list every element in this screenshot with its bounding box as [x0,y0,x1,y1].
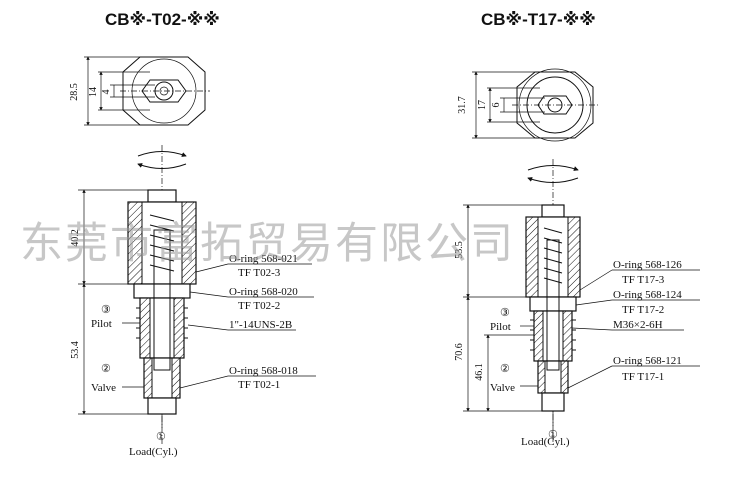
right-drawing: CB※-T17-※※ 31.7 17 6 [454,10,700,448]
left-callout-2-line1: O-ring 568-020 [229,286,298,298]
left-callout-1-line2: TF T02-3 [238,267,281,279]
right-rotation-symbol [527,159,579,208]
right-callouts: O-ring 568-126 TF T17-3 O-ring 568-124 T… [567,259,700,389]
left-title: CB※-T02-※※ [105,10,220,29]
right-top-view: 31.7 17 6 [457,68,598,142]
right-load-label: Load(Cyl.) [521,436,570,448]
right-dim-31-7: 31.7 [457,96,468,114]
left-callout-4-line1: O-ring 568-018 [229,365,298,377]
right-callout-1-line1: O-ring 568-126 [613,259,682,271]
right-dim-70-6: 70.6 [454,343,465,361]
left-dim-28-5: 28.5 [69,83,80,101]
right-cartridge-body [525,204,581,445]
left-load-label: Load(Cyl.) [129,446,178,458]
watermark-text: 东莞市富拓贸易有限公司 [20,219,515,269]
right-pilot-number: ③ [500,307,510,319]
right-dim-46-1: 46.1 [474,363,485,381]
left-dim-40-2: 40.2 [70,229,81,247]
left-dim-53-4: 53.4 [70,341,81,359]
left-side-dimensions: 40.2 53.4 [70,189,148,415]
left-load-number: ① [156,431,166,443]
left-rotation-symbol [137,145,187,198]
right-load-number: ① [548,429,558,441]
left-callout-1-line1: O-ring 568-021 [229,253,298,265]
right-dim-53-5: 53.5 [454,241,465,259]
left-callouts: O-ring 568-021 TF T02-3 O-ring 568-020 T… [179,253,316,391]
left-cartridge-body [127,189,197,445]
left-valve-label: Valve [91,382,116,394]
right-side-dimensions: 53.5 70.6 46.1 [454,204,542,412]
right-callout-3-line1: M36×2-6H [613,319,663,331]
right-dim-6: 6 [491,103,502,108]
right-callout-2-line1: O-ring 568-124 [613,289,682,301]
right-pilot-label: Pilot [490,321,511,333]
left-dim-4: 4 [101,90,112,95]
right-dim-17: 17 [477,100,488,110]
right-callout-2-line2: TF T17-2 [622,304,664,316]
right-title: CB※-T17-※※ [481,10,596,29]
right-callout-1-line2: TF T17-3 [622,274,665,286]
right-callout-4-line1: O-ring 568-121 [613,355,682,367]
right-valve-label: Valve [490,382,515,394]
left-pilot-number: ③ [101,304,111,316]
left-top-view: 28.5 14 4 [69,56,210,126]
left-drawing: CB※-T02-※※ 28.5 14 4 [69,10,316,458]
left-pilot-label: Pilot [91,318,112,330]
left-valve-number: ② [101,363,111,375]
left-callout-2-line2: TF T02-2 [238,300,280,312]
right-callout-4-line2: TF T17-1 [622,371,664,383]
right-valve-number: ② [500,363,510,375]
left-callout-4-line2: TF T02-1 [238,379,280,391]
left-dim-14: 14 [88,87,99,97]
left-callout-3-line1: 1"-14UNS-2B [229,319,292,331]
